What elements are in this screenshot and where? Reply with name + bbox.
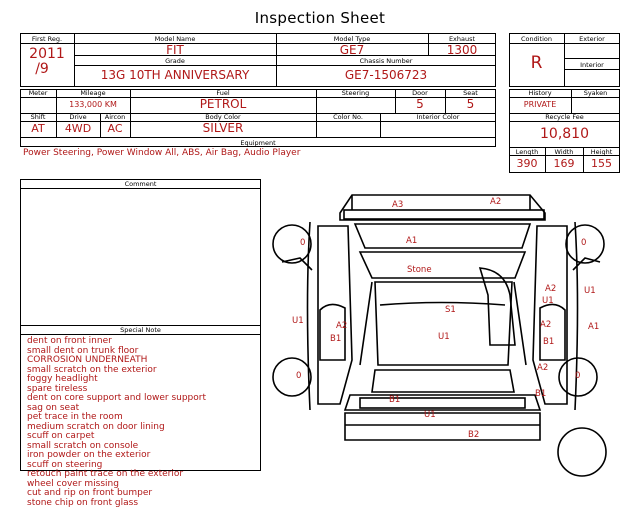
mark-b1-rear-left: B1 — [389, 395, 400, 405]
mark-b2: B2 — [468, 430, 479, 440]
syaken-label: Syaken — [571, 89, 620, 97]
color-no-label: Color No. — [316, 113, 380, 121]
fuel: PETROL — [130, 97, 316, 111]
exhaust-label: Exhaust — [428, 35, 496, 43]
mark-wheel-fl: 0 — [300, 238, 305, 248]
exterior-label: Exterior — [564, 35, 620, 43]
door-count: 5 — [395, 97, 445, 111]
equipment-list: Power Steering, Power Window All, ABS, A… — [23, 148, 300, 158]
mark-u1-right-a: U1 — [584, 286, 596, 296]
shift: AT — [20, 122, 56, 135]
first-reg-label: First Reg. — [20, 35, 74, 43]
model-type-label: Model Type — [276, 35, 428, 43]
condition-label: Condition — [509, 35, 564, 43]
special-note-item: wheel cover missing — [27, 480, 206, 490]
mileage-label: Mileage — [56, 89, 130, 97]
fuel-label: Fuel — [130, 89, 316, 97]
special-note-label: Special Note — [20, 326, 261, 334]
mileage: 133,000 KM — [56, 100, 130, 109]
car-damage-diagram — [262, 178, 640, 478]
body-color: SILVER — [130, 121, 316, 135]
grade: 13G 10TH ANNIVERSARY — [74, 68, 276, 82]
interior-color-label: Interior Color — [380, 113, 496, 121]
interior-label: Interior — [564, 61, 620, 69]
history: PRIVATE — [509, 100, 571, 109]
mark-b1-right: B1 — [543, 337, 554, 347]
mark-wheel-rl: 0 — [296, 371, 301, 381]
equipment-label: Equipment — [20, 139, 496, 147]
mark-u1-center: U1 — [438, 332, 450, 342]
mark-a1: A1 — [406, 236, 417, 246]
length: 390 — [509, 157, 545, 170]
mark-a3: A3 — [392, 200, 403, 210]
width-label: Width — [545, 148, 583, 156]
mark-a2-right-low: A2 — [537, 363, 548, 373]
mark-a2-left: A2 — [336, 321, 347, 331]
mark-a1-right: A1 — [588, 322, 599, 332]
length-label: Length — [509, 148, 545, 156]
model-name: FIT — [74, 43, 276, 57]
mark-a2-top: A2 — [490, 197, 501, 207]
seat-label: Seat — [445, 89, 496, 97]
mark-s1: S1 — [445, 305, 456, 315]
mark-u1-rear: U1 — [424, 410, 436, 420]
aircon: AC — [100, 122, 130, 135]
mark-stone: Stone — [407, 265, 432, 275]
chassis-number: GE7-1506723 — [276, 68, 496, 82]
meter-label: Meter — [20, 89, 56, 97]
mark-a2-right-upper: A2 — [545, 284, 556, 294]
model-name-label: Model Name — [74, 35, 276, 43]
special-note-item: stone chip on front glass — [27, 499, 206, 508]
first-reg-year: 2011 — [20, 47, 74, 62]
aircon-label: Aircon — [100, 113, 130, 121]
mark-wheel-rr: 0 — [575, 371, 580, 381]
mark-wheel-fr: 0 — [581, 238, 586, 248]
drive: 4WD — [56, 122, 100, 135]
special-note-item: cut and rip on front bumper — [27, 489, 206, 499]
mark-b1-rear-right: B1 — [535, 389, 546, 399]
mark-u1-left: U1 — [292, 316, 304, 326]
chassis-label: Chassis Number — [276, 57, 496, 65]
condition-grade: R — [509, 53, 564, 73]
mark-u1-right-b: U1 — [542, 296, 554, 306]
shift-label: Shift — [20, 113, 56, 121]
first-reg-month: /9 — [20, 62, 64, 77]
model-type: GE7 — [276, 43, 428, 57]
body-color-label: Body Color — [130, 113, 316, 121]
door-label: Door — [395, 89, 445, 97]
mark-a2-right-mid: A2 — [540, 320, 551, 330]
steering-label: Steering — [316, 89, 395, 97]
seat-count: 5 — [445, 97, 496, 111]
drive-label: Drive — [56, 113, 100, 121]
width: 169 — [545, 157, 583, 170]
recycle-fee: 10,810 — [509, 126, 620, 142]
sheet-title: Inspection Sheet — [0, 9, 640, 27]
recycle-fee-label: Recycle Fee — [509, 113, 620, 121]
history-label: History — [509, 89, 571, 97]
height: 155 — [583, 157, 620, 170]
grade-label: Grade — [74, 57, 276, 65]
exhaust: 1300 — [428, 43, 496, 57]
mark-b1-left: B1 — [330, 334, 341, 344]
height-label: Height — [583, 148, 620, 156]
comment-label: Comment — [20, 180, 261, 188]
